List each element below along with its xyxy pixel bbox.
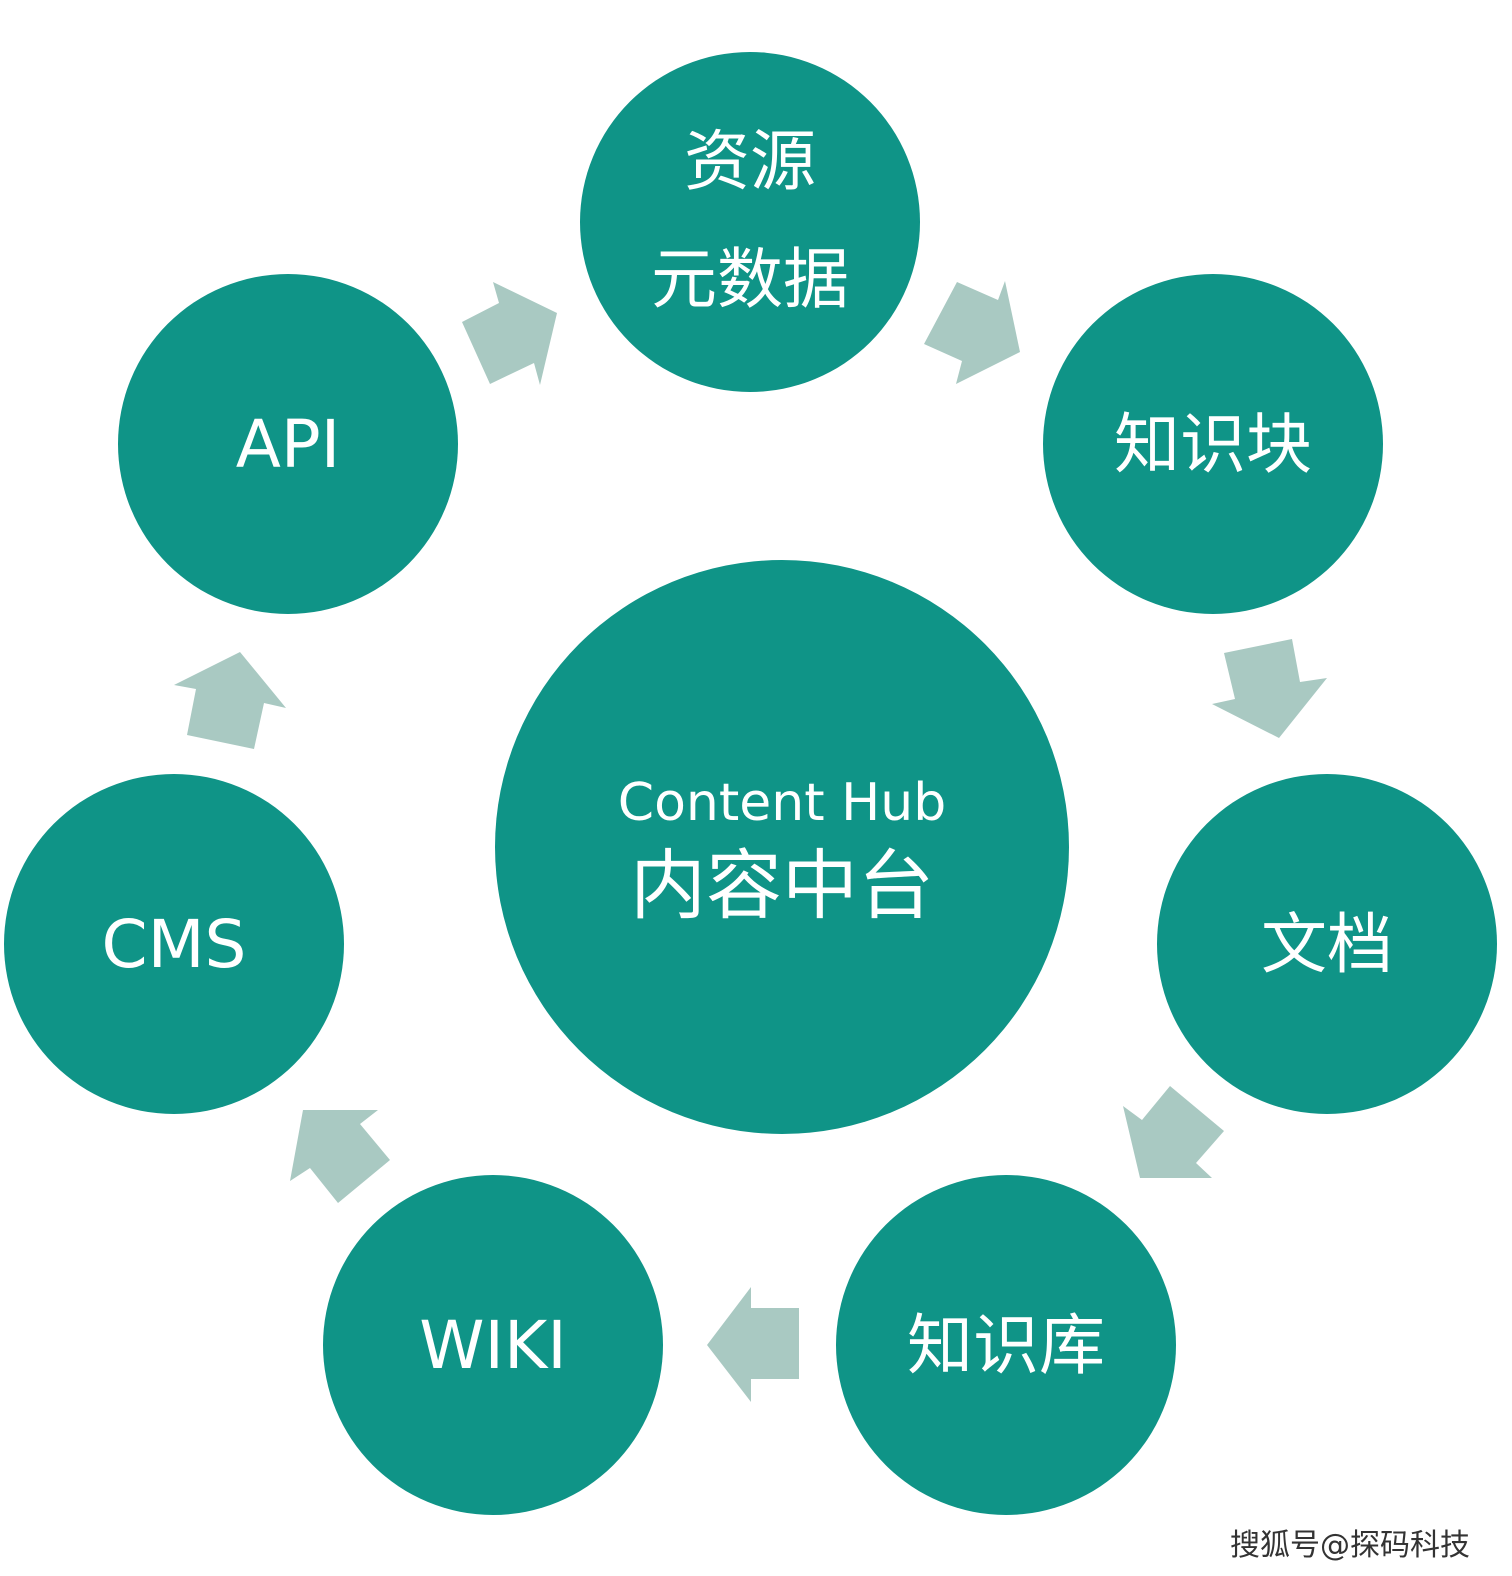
node-label: 知识块 (1114, 406, 1312, 483)
node-knowledge-base: 知识库 (836, 1175, 1176, 1515)
node-label-line1: 资源 (684, 123, 816, 200)
node-circle (836, 1175, 1176, 1515)
arrow-wiki-to-cms (290, 1110, 390, 1203)
node-circle (118, 274, 458, 614)
arrow-cms-to-api (174, 652, 286, 749)
flow-arrows (174, 281, 1327, 1402)
watermark-text: 搜狐号@探码科技 (1230, 1528, 1470, 1563)
center-hub-title-en: Content Hub (618, 773, 946, 833)
node-circle (323, 1175, 663, 1515)
arrow-api-to-resource (462, 282, 557, 385)
node-label: WIKI (419, 1307, 566, 1384)
node-circle (1157, 774, 1497, 1114)
arrow-resource-to-knowledge-block (924, 281, 1020, 384)
arrow-knowledge-base-to-wiki (707, 1287, 799, 1402)
node-knowledge-block: 知识块 (1043, 274, 1383, 614)
center-hub-circle (495, 560, 1069, 1134)
node-label-line2: 元数据 (651, 241, 849, 318)
arrow-document-to-knowledge-base (1123, 1086, 1224, 1178)
node-label: API (236, 406, 340, 483)
center-hub: Content Hub 内容中台 (495, 560, 1069, 1134)
node-circle (4, 774, 344, 1114)
node-circle (580, 52, 920, 392)
node-api: API (118, 274, 458, 614)
node-circle (1043, 274, 1383, 614)
arrow-knowledge-block-to-document (1212, 639, 1327, 738)
node-cms: CMS (4, 774, 344, 1114)
node-label: 知识库 (907, 1307, 1105, 1384)
node-resource-metadata: 资源 元数据 (580, 52, 920, 392)
node-document: 文档 (1157, 774, 1497, 1114)
node-wiki: WIKI (323, 1175, 663, 1515)
center-hub-title-zh: 内容中台 (630, 841, 934, 930)
node-label: CMS (102, 906, 247, 983)
node-label: 文档 (1261, 906, 1393, 983)
